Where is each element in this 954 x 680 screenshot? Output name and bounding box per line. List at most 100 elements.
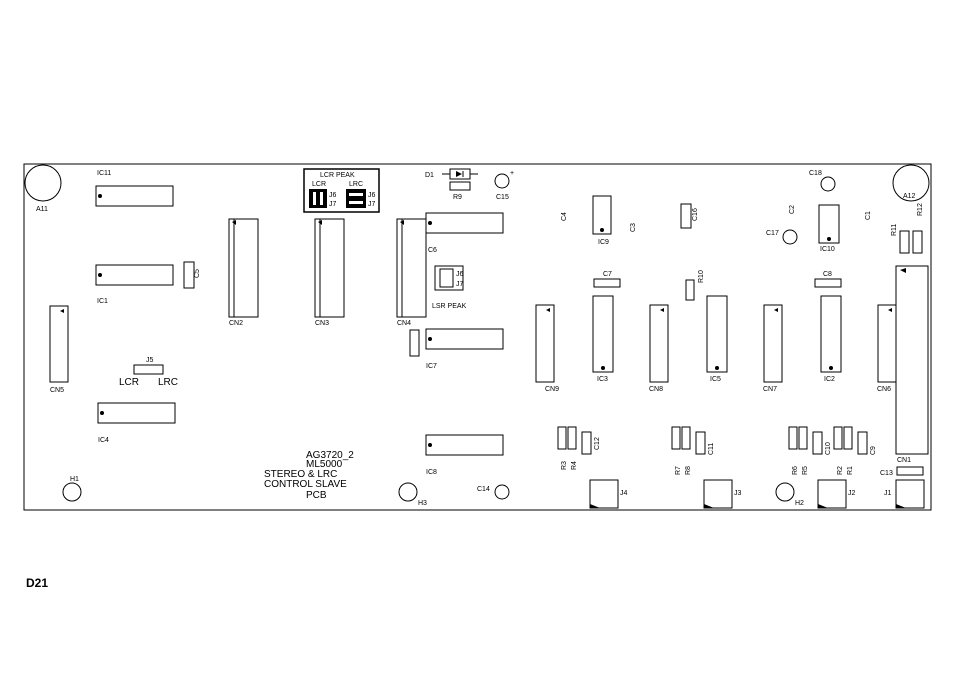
resistor-r12 <box>912 230 923 254</box>
jumper-j5 <box>133 364 164 375</box>
ref-r4: R4 <box>571 461 578 470</box>
resistor-r7 <box>671 426 681 450</box>
ref-c2: C2 <box>789 205 796 214</box>
resistor-r11 <box>899 230 910 254</box>
c15-plus: + <box>510 170 514 177</box>
cap-c11 <box>695 431 706 455</box>
ref-r1: R1 <box>847 466 854 475</box>
ref-ic5: IC5 <box>710 376 721 383</box>
switch-box-lrc: LRC <box>349 181 363 188</box>
ref-h3: H3 <box>418 500 427 507</box>
chip-ic3 <box>592 295 614 373</box>
ref-j6-b: J6 <box>368 192 376 199</box>
ref-cn2: CN2 <box>229 320 243 327</box>
ref-cn5: CN5 <box>50 387 64 394</box>
chip-ic10 <box>818 204 840 244</box>
board-outline <box>23 163 932 511</box>
page-label: D21 <box>26 576 49 590</box>
ref-cn6: CN6 <box>877 386 891 393</box>
resistor-r9 <box>449 181 471 191</box>
board-title-1: AG3720_2 <box>306 450 354 461</box>
board-title-3: STEREO & LRC <box>264 469 337 480</box>
ref-cn3: CN3 <box>315 320 329 327</box>
ref-r8: R8 <box>685 466 692 475</box>
connector-cn6 <box>877 304 897 383</box>
resistor-r10 <box>685 279 695 301</box>
ref-cn7: CN7 <box>763 386 777 393</box>
cap-c5 <box>183 261 195 289</box>
ref-ic1: IC1 <box>97 298 108 305</box>
resistor-r8 <box>681 426 691 450</box>
connector-cn1 <box>895 265 929 455</box>
ref-ic3: IC3 <box>597 376 608 383</box>
ref-c18: C18 <box>809 170 822 177</box>
ref-c15: C15 <box>496 194 509 201</box>
connector-cn3 <box>314 218 345 318</box>
ref-r6: R6 <box>792 466 799 475</box>
chip-ic8 <box>425 434 504 456</box>
ref-c5: C5 <box>194 269 201 278</box>
connector-cn2 <box>228 218 259 318</box>
j5-right-label: LRC <box>158 377 178 388</box>
ref-r11: R11 <box>891 224 898 236</box>
ref-h2: H2 <box>795 500 804 507</box>
board-title-5: PCB <box>306 490 327 501</box>
chip-ic1 <box>95 264 174 286</box>
ref-c6: C6 <box>428 247 437 254</box>
ref-a11: A11 <box>36 206 48 213</box>
jack-j2 <box>817 479 847 509</box>
ref-ic11: IC11 <box>97 170 111 177</box>
ref-j2: J2 <box>848 490 856 497</box>
lsr-peak-label: LSR PEAK <box>432 303 467 310</box>
ref-c9: C9 <box>870 446 877 455</box>
ref-c11: C11 <box>708 443 715 455</box>
resistor-r2 <box>833 426 843 450</box>
ref-ic8: IC8 <box>426 469 437 476</box>
ref-d1: D1 <box>425 172 434 179</box>
ref-c10: C10 <box>825 442 832 455</box>
hole-h3 <box>398 482 418 502</box>
connector-cn4 <box>396 218 427 318</box>
connector-cn8 <box>649 304 669 383</box>
board-title-4: CONTROL SLAVE <box>264 479 347 490</box>
ref-j7-a: J7 <box>329 201 337 208</box>
resistor-r6 <box>788 426 798 450</box>
resistor-r3 <box>557 426 567 450</box>
chip-ic6 <box>425 212 504 234</box>
ref-r10: R10 <box>698 270 705 283</box>
mount-hole-a12 <box>892 164 930 202</box>
cap-c14 <box>494 484 510 500</box>
resistor-r5 <box>798 426 808 450</box>
switch-j6-j7-right <box>346 189 366 208</box>
connector-cn5 <box>49 305 69 383</box>
ref-r5: R5 <box>802 466 809 475</box>
jack-j3 <box>703 479 733 509</box>
ref-j1: J1 <box>884 490 892 497</box>
cap-c18 <box>820 176 836 192</box>
jack-j1 <box>895 479 925 509</box>
ref-r3: R3 <box>561 461 568 470</box>
ref-c13: C13 <box>880 470 893 477</box>
ref-cn4: CN4 <box>397 320 411 327</box>
ref-r2: R2 <box>837 466 844 475</box>
chip-ic2 <box>820 295 842 373</box>
ref-c3: C3 <box>630 223 637 232</box>
jack-j4 <box>589 479 619 509</box>
ref-c8: C8 <box>823 271 832 278</box>
ref-c16: C16 <box>692 208 699 221</box>
chip-ic9 <box>592 195 612 235</box>
ref-cn8: CN8 <box>649 386 663 393</box>
cap-c9 <box>857 431 868 455</box>
cap-c13 <box>896 466 924 476</box>
ref-ic9: IC9 <box>598 239 609 246</box>
ref-j3: J3 <box>734 490 742 497</box>
ref-c14: C14 <box>477 486 490 493</box>
chip-ic7 <box>425 328 504 350</box>
mount-hole-a11 <box>24 164 62 202</box>
ref-c7: C7 <box>603 271 612 278</box>
ref-j5: J5 <box>146 357 154 364</box>
ref-a12: A12 <box>903 193 916 200</box>
resistor-r4 <box>567 426 577 450</box>
board-title-2: ML5000 <box>306 459 343 470</box>
